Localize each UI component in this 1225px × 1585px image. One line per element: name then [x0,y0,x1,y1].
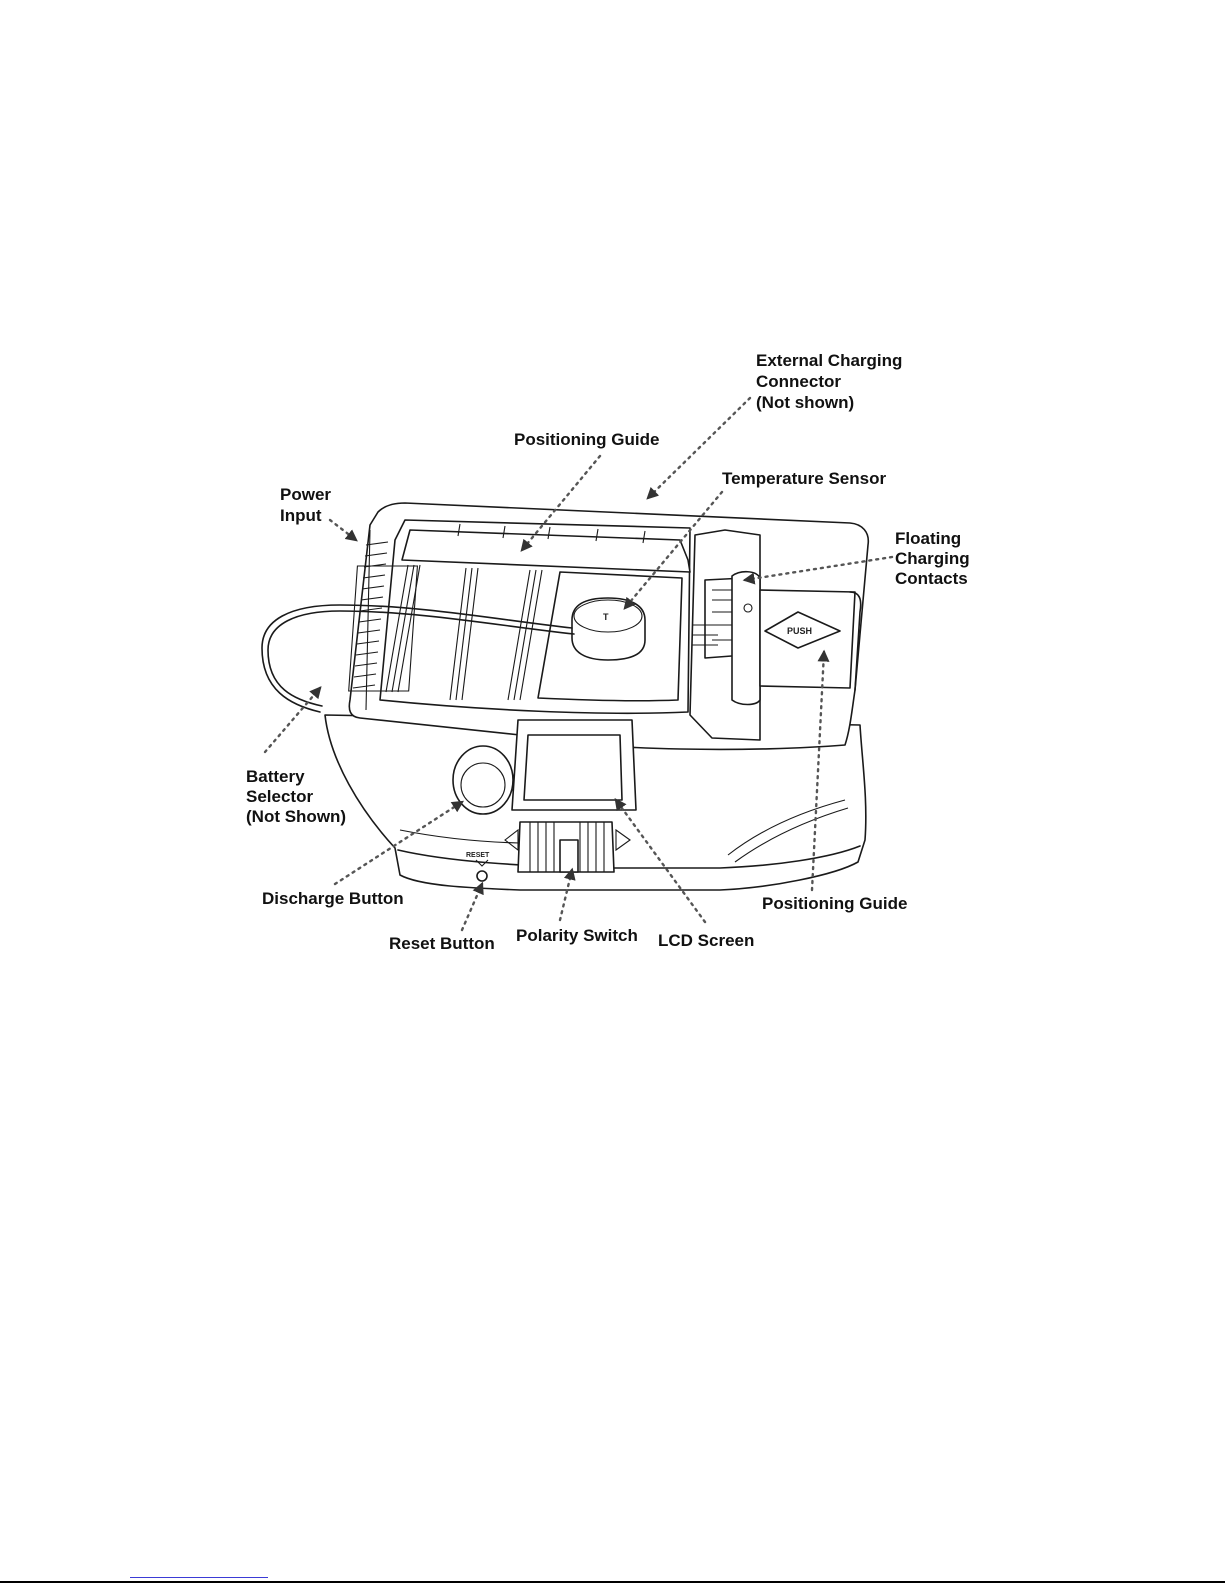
leader-reset-button [462,884,482,930]
charger-device: T PUSH [262,503,868,890]
polarity-switch[interactable] [505,822,630,872]
leader-power-input [330,520,356,540]
footer-link-underline [130,1577,268,1578]
label-polarity-switch: Polarity Switch [516,926,638,945]
label-floating-contacts: Floating Charging Contacts [895,529,974,588]
label-discharge-button: Discharge Button [262,889,404,908]
label-temperature-sensor: Temperature Sensor [722,469,886,488]
label-external-connector: External Charging Connector (Not shown) [756,351,907,412]
label-battery-selector: Battery Selector (Not Shown) [246,767,346,826]
push-label: PUSH [787,626,812,636]
leader-battery-selector [265,688,320,752]
reset-tag: RESET [466,852,490,859]
label-reset-button: Reset Button [389,934,495,953]
temperature-sensor: T [572,598,645,660]
label-power-input: Power Input [280,485,336,525]
footer-rule [0,1581,1225,1583]
label-positioning-guide-bottom: Positioning Guide [762,894,907,913]
label-lcd-screen: LCD Screen [658,931,754,950]
sensor-letter: T [603,612,609,622]
lcd-screen [512,720,636,810]
label-positioning-guide-top: Positioning Guide [514,430,659,449]
discharge-button[interactable] [453,746,513,814]
